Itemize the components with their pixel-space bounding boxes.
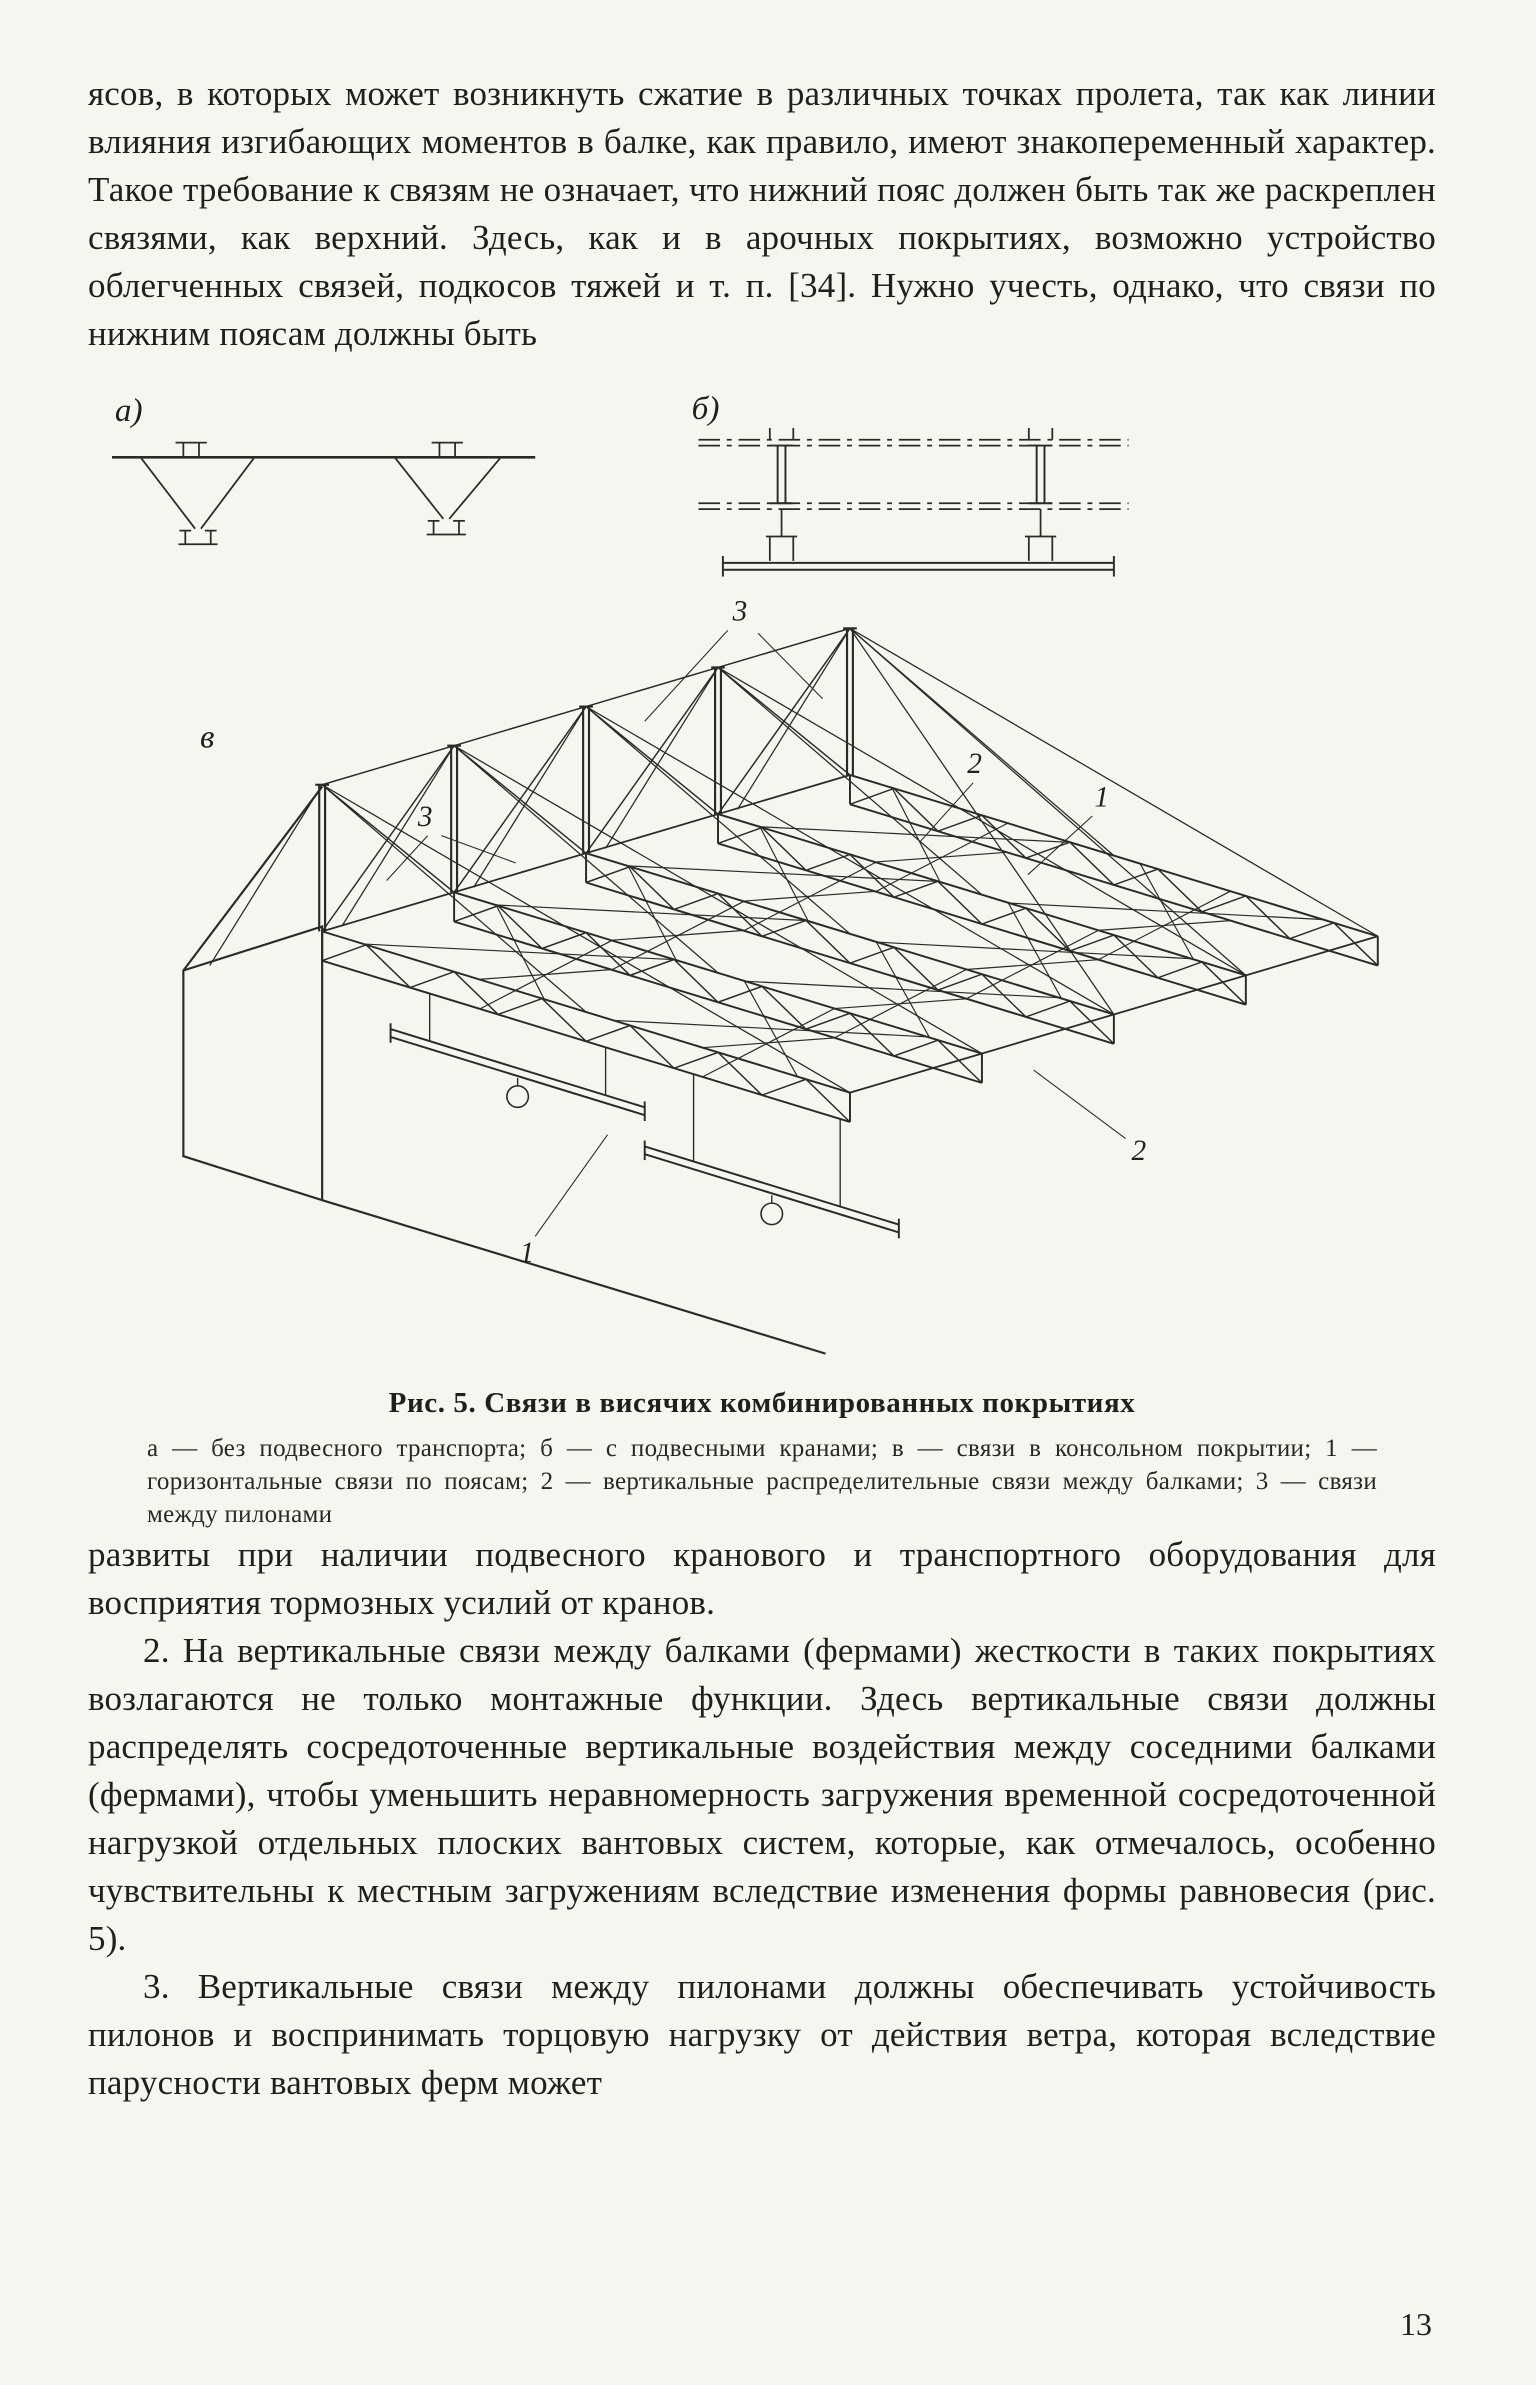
callout-3-top: 3 <box>732 596 748 628</box>
hanger-right <box>394 457 501 536</box>
pylons <box>314 627 858 933</box>
drawing-a-beam-scheme <box>111 441 536 546</box>
figure-caption: Рис. 5. Связи в висячих комбинированных … <box>388 1387 1136 1419</box>
monorail-beams <box>389 993 900 1239</box>
roof-trusses <box>321 774 1379 1123</box>
callout-3-left: 3 <box>417 801 433 833</box>
label-a: а) <box>115 392 143 429</box>
callout-2-lower: 2 <box>1131 1135 1146 1167</box>
drawing-b-crane-scheme <box>698 427 1129 577</box>
callout-2-upper: 2 <box>967 748 982 780</box>
crane-trolleys <box>765 509 1057 561</box>
figure-legend: а — без подвесного транспорта; б — с под… <box>147 1435 1377 1528</box>
paragraph-2: 2. На вертикальные связи между балками (… <box>88 1631 1436 1958</box>
label-v: в <box>200 719 214 756</box>
figure-5: а) <box>88 384 1436 1531</box>
label-b: б) <box>692 390 720 427</box>
callout-1-bottom: 1 <box>520 1237 535 1269</box>
paragraph-3: 3. Вертикальные связи между пилонами дол… <box>88 1967 1436 2102</box>
crane-runway-beam <box>721 556 1115 577</box>
end-wall <box>182 786 826 1355</box>
callout-leaders <box>386 629 1126 1237</box>
cable-stays <box>209 627 1379 1094</box>
hanger-left <box>140 457 255 546</box>
callout-1-right: 1 <box>1094 781 1109 813</box>
figure-caption-block: Рис. 5. Связи в висячих комбинированных … <box>88 1387 1436 1531</box>
figure-5-drawing: а) <box>111 390 1379 1355</box>
paragraph-continuation: ясов, в которых может возникнуть сжатие … <box>88 74 1436 353</box>
crane-posts <box>769 444 1053 505</box>
paragraph-1: развиты при наличии подвесного кранового… <box>88 1535 1436 1622</box>
drawing-v-axonometric: 3 3 2 1 2 1 <box>182 596 1379 1355</box>
page-number: 13 <box>1400 2306 1432 2342</box>
pylon-bracing <box>321 627 851 933</box>
